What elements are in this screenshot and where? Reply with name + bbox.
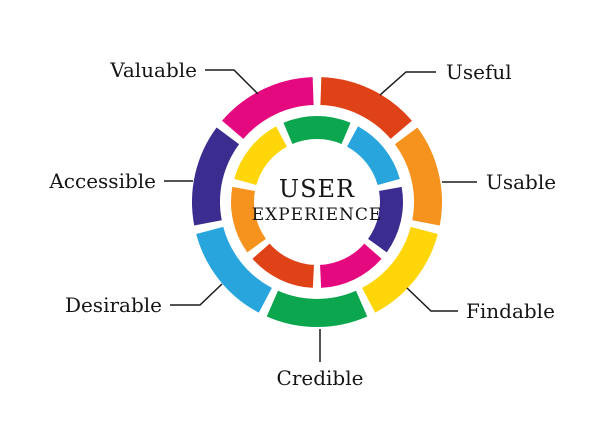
segment-inner-red	[252, 243, 314, 288]
label-usable: Usable	[486, 170, 557, 194]
label-findable: Findable	[466, 299, 555, 323]
segment-outer-accessible	[192, 127, 240, 226]
segment-inner-orange	[231, 186, 266, 253]
segment-inner-cyan	[347, 126, 400, 186]
segment-inner-green	[283, 115, 351, 144]
leader-line-findable	[406, 287, 458, 312]
label-desirable: Desirable	[64, 293, 162, 317]
label-accessible: Accessible	[49, 169, 156, 193]
label-valuable: Valuable	[110, 58, 197, 82]
segment-outer-useful	[320, 77, 412, 139]
leader-line-useful	[379, 71, 436, 96]
label-credible: Credible	[276, 366, 364, 390]
center-title-line1: USER	[278, 174, 356, 203]
segment-outer-credible	[266, 290, 368, 327]
segment-outer-desirable	[196, 226, 272, 313]
segment-outer-valuable	[222, 77, 314, 139]
center-title: USER EXPERIENCE	[251, 174, 383, 226]
segment-outer-findable	[362, 226, 438, 313]
label-useful: Useful	[446, 60, 512, 84]
segment-inner-magenta	[320, 243, 382, 288]
segment-outer-usable	[394, 127, 442, 226]
center-title-line2: EXPERIENCE	[251, 205, 383, 226]
segment-inner-indigo	[368, 186, 403, 253]
leader-line-valuable	[205, 69, 259, 95]
leader-line-desirable	[170, 283, 223, 306]
segment-inner-yellow	[234, 126, 287, 186]
